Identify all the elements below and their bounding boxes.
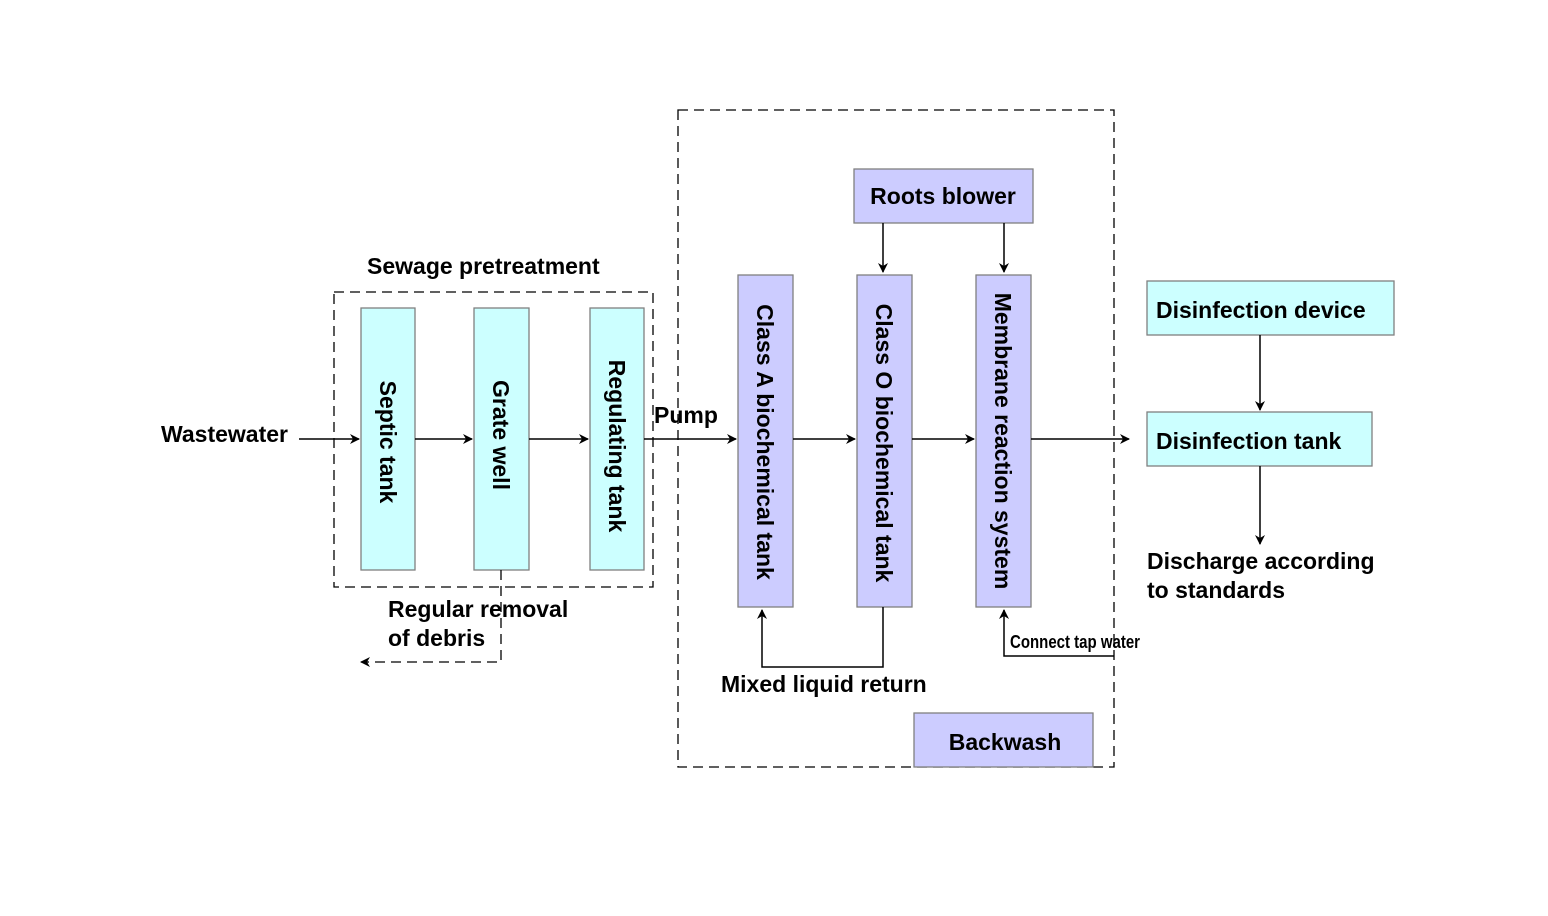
tap-water-label: Connect tap water	[1010, 632, 1140, 652]
roots-blower-label: Roots blower	[870, 183, 1016, 209]
discharge-label-line1: Discharge according	[1147, 548, 1375, 574]
arrow-debris-removal	[360, 570, 502, 667]
grate-well-label: Grate well	[488, 380, 514, 490]
regular-removal-label-line2: of debris	[388, 625, 485, 651]
backwash-box	[913, 712, 1094, 768]
arrow-tap-water	[999, 609, 1114, 657]
septic-tank-label: Septic tank	[375, 381, 401, 504]
disinfection-device-box	[1146, 280, 1395, 336]
discharge-label-line2: to standards	[1147, 577, 1285, 603]
disinfection-device-label: Disinfection device	[1156, 297, 1366, 323]
membrane-system-box	[975, 274, 1032, 608]
regular-removal-label-line1: Regular removal	[388, 596, 568, 622]
membrane-system-label: Membrane reaction system	[990, 293, 1016, 590]
wastewater-label: Wastewater	[161, 421, 288, 447]
class-o-tank-box	[856, 274, 913, 608]
class-a-tank-label: Class A biochemical tank	[752, 304, 778, 580]
backwash-label: Backwash	[949, 729, 1062, 755]
arrow-mixed-liquid-return	[757, 607, 884, 668]
roots-blower-box	[853, 168, 1034, 224]
class-o-tank-label: Class O biochemical tank	[871, 304, 897, 583]
mixed-liquid-return-label: Mixed liquid return	[721, 671, 927, 697]
class-a-tank-box	[737, 274, 794, 608]
pretreatment-title: Sewage pretreatment	[367, 253, 600, 279]
regulating-tank-label: Regulating tank	[604, 360, 630, 533]
pump-label: Pump	[654, 402, 718, 428]
disinfection-tank-label: Disinfection tank	[1156, 428, 1342, 454]
